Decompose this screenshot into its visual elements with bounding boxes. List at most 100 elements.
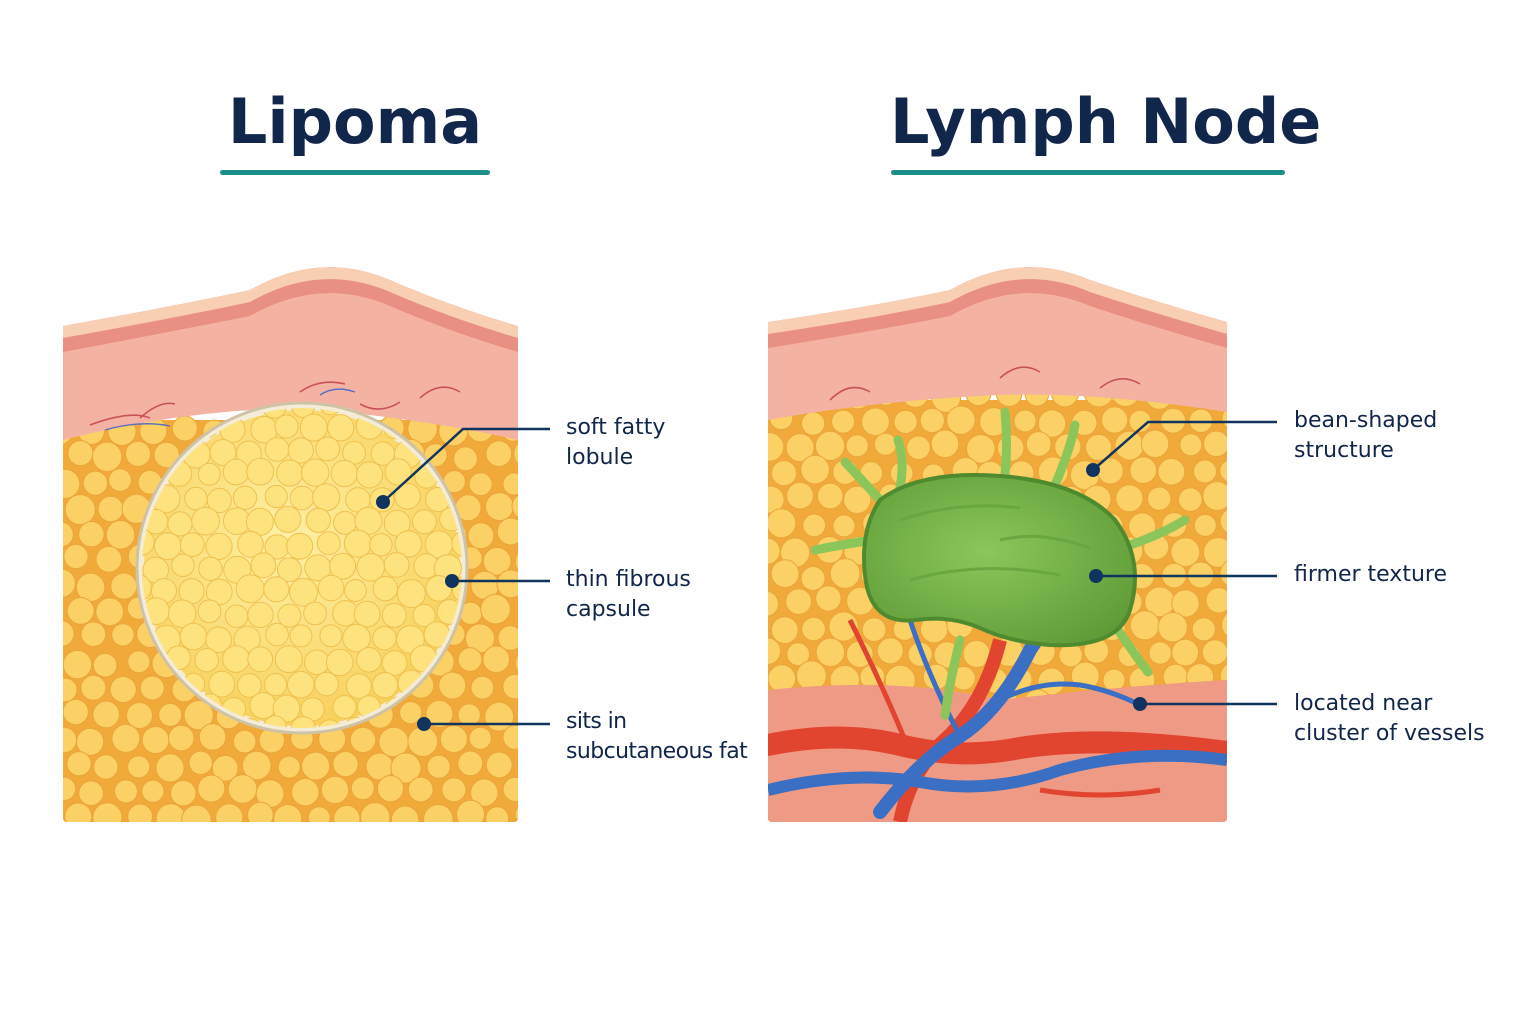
fat-cell	[343, 579, 367, 602]
fat-cell	[179, 532, 205, 557]
fat-cell	[111, 723, 141, 753]
fat-cell	[261, 408, 287, 419]
node-internal-texture	[899, 504, 1091, 582]
lymphatic-vessels	[810, 407, 1190, 720]
fat-cell	[457, 703, 481, 727]
fat-cell	[125, 440, 152, 467]
fat-cell	[330, 459, 359, 488]
fat-cell	[372, 626, 397, 651]
fat-cell	[439, 725, 468, 753]
fat-cell	[516, 701, 518, 727]
fat-cell	[412, 603, 436, 628]
fat-cell	[384, 458, 412, 486]
lymph-node	[810, 407, 1190, 720]
fat-cell	[768, 508, 797, 539]
fat-cell	[63, 698, 89, 726]
fat-cell	[139, 675, 165, 701]
fat-cell	[63, 468, 81, 499]
fat-cell	[502, 472, 518, 496]
fat-cell	[457, 750, 484, 777]
fat-cell	[319, 624, 343, 648]
fat-cell	[843, 485, 872, 514]
fat-cell	[1219, 661, 1227, 692]
lymph-node-cross-section	[768, 267, 1227, 823]
fat-cell	[272, 694, 301, 723]
fat-cell	[250, 552, 277, 579]
small-vein-branches	[907, 619, 1142, 738]
fat-cell	[399, 701, 423, 725]
fat-cell	[264, 673, 288, 697]
fat-cell	[184, 486, 208, 511]
fat-cell	[785, 433, 815, 463]
fat-cell	[265, 622, 289, 647]
fat-cell	[485, 806, 510, 823]
fat-cell	[263, 576, 290, 603]
fat-cell	[768, 432, 785, 462]
fat-cell	[1201, 639, 1227, 666]
fat-cell	[513, 438, 518, 469]
callout-dot-thin-fibrous-capsule	[445, 574, 459, 588]
fat-cell	[63, 776, 77, 801]
fat-cell	[264, 484, 288, 509]
fat-cell	[511, 492, 518, 520]
fat-cell	[1178, 487, 1203, 512]
fat-cell	[456, 799, 485, 823]
fat-cell	[453, 446, 478, 472]
fat-cell	[832, 514, 856, 538]
small-artery-branches	[847, 618, 1161, 798]
fat-cell	[110, 572, 138, 600]
fat-cell	[198, 723, 227, 751]
lymph-node-title-underline	[891, 170, 1285, 175]
fat-cell	[517, 751, 518, 779]
fat-cell	[95, 545, 123, 573]
fat-cell	[64, 802, 93, 823]
fat-cell	[127, 755, 151, 779]
lipoma-title-underline	[220, 170, 490, 175]
fat-cell	[502, 776, 518, 802]
fat-cell	[1219, 459, 1227, 483]
fat-cell	[249, 692, 277, 720]
fat-cell	[831, 409, 856, 434]
fat-cell	[167, 724, 195, 752]
fat-cell	[906, 435, 931, 461]
fat-cell	[369, 533, 393, 557]
fat-cell	[289, 577, 318, 607]
fat-cell	[768, 537, 781, 565]
fat-cell	[63, 543, 89, 570]
fat-cell	[861, 617, 887, 642]
fat-cell	[237, 530, 264, 558]
vein-horizontal	[768, 749, 1227, 796]
fat-cell	[197, 774, 226, 803]
fat-cell	[232, 729, 257, 754]
fat-cell	[919, 407, 945, 434]
fat-cell	[274, 645, 303, 674]
fat-cell	[224, 604, 249, 629]
fat-cell	[105, 520, 136, 550]
fat-cell	[286, 532, 314, 560]
fat-cell	[76, 727, 105, 756]
fat-cell	[1205, 587, 1227, 614]
fat-cell	[312, 483, 341, 512]
lymph-epidermis	[768, 267, 1227, 334]
fat-cell	[317, 574, 345, 602]
fat-cell	[247, 801, 274, 823]
callout-dot-bean-shaped	[1086, 463, 1100, 477]
fat-cell	[92, 802, 123, 823]
fat-cell	[1202, 481, 1227, 511]
fat-cell	[467, 522, 495, 550]
fat-cell	[66, 597, 95, 625]
fat-cell	[861, 407, 890, 437]
fat-cell	[222, 645, 250, 673]
fat-cell	[289, 624, 313, 648]
fat-cell	[142, 528, 155, 556]
fat-cell	[92, 652, 118, 678]
fat-cell	[78, 521, 105, 548]
fat-cell	[277, 603, 302, 628]
fat-cell	[770, 460, 798, 487]
fat-cell	[158, 702, 183, 727]
label-firmer-texture: firmer texture	[1294, 562, 1447, 587]
fat-cell	[205, 532, 233, 561]
